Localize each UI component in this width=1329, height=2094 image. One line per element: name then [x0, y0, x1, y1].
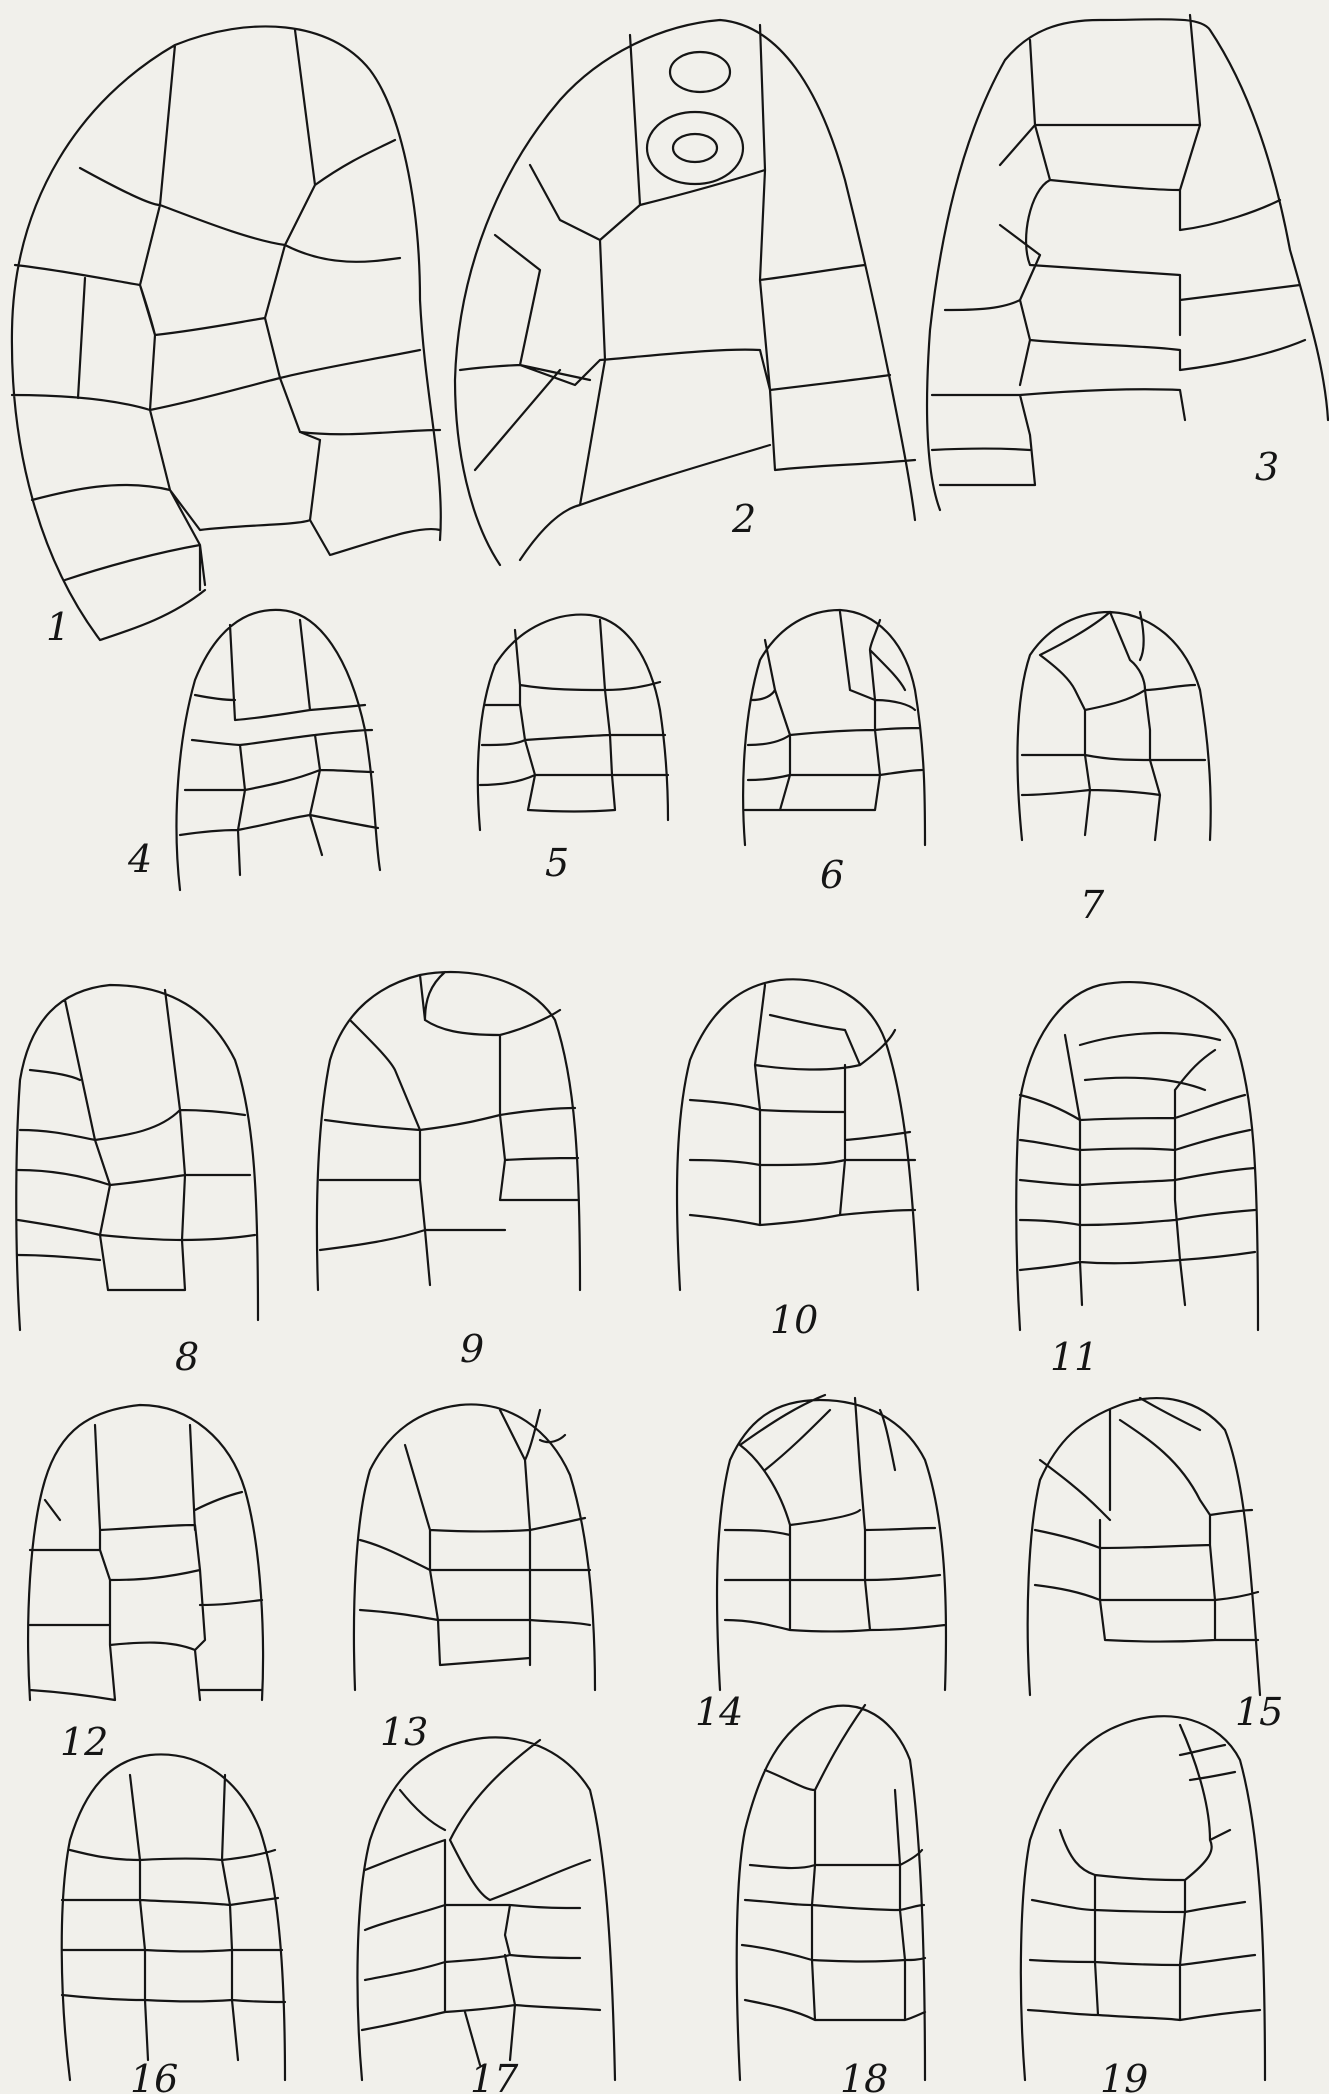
- figure-19-label: 19: [1100, 2057, 1148, 2094]
- figure-4-cell-walls: [176, 610, 380, 890]
- figure-15: 15: [1028, 1398, 1284, 1734]
- figure-5-label: 5: [545, 841, 569, 885]
- figure-5: 5: [478, 615, 668, 885]
- figure-3: 3: [927, 15, 1328, 510]
- figure-13-cell-walls: [354, 1404, 595, 1690]
- figure-13: 13: [354, 1404, 595, 1754]
- figure-2-nucleus-lower-outer: [647, 112, 743, 184]
- figure-9-cell-walls: [317, 972, 580, 1290]
- figure-10-cell-walls: [677, 979, 918, 1290]
- figure-7-cell-walls: [1017, 612, 1210, 840]
- figure-9: 9: [317, 972, 580, 1371]
- figure-10: 10: [677, 979, 918, 1342]
- figure-18: 18: [737, 1705, 925, 2094]
- figure-12: 12: [28, 1405, 263, 1764]
- figure-17: 17: [357, 1737, 615, 2094]
- figure-2-label: 2: [731, 497, 756, 541]
- figure-19: 19: [1021, 1716, 1265, 2094]
- figure-9-label: 9: [460, 1327, 484, 1371]
- figure-14-cell-walls: [717, 1395, 946, 1690]
- figure-17-label: 17: [470, 2057, 519, 2094]
- figure-15-label: 15: [1235, 1690, 1283, 1734]
- figure-4: 4: [127, 610, 380, 890]
- figure-6: 6: [743, 610, 925, 897]
- figure-14-label: 14: [695, 1690, 743, 1734]
- figure-8-cell-walls: [16, 985, 258, 1330]
- figure-7-label: 7: [1080, 883, 1105, 927]
- figure-10-label: 10: [770, 1298, 818, 1342]
- figure-14: 14: [695, 1395, 946, 1734]
- figure-16-label: 16: [130, 2057, 178, 2094]
- figure-1-cell-walls: [12, 26, 441, 640]
- figure-7: 7: [1017, 612, 1210, 927]
- figure-2-nucleus-upper: [670, 52, 730, 92]
- figure-8-label: 8: [175, 1335, 199, 1379]
- figure-4-label: 4: [127, 837, 152, 881]
- figure-3-cell-walls: [927, 15, 1328, 510]
- figure-19-cell-walls: [1021, 1716, 1265, 2080]
- figure-16-cell-walls: [62, 1754, 285, 2080]
- figure-13-label: 13: [380, 1710, 428, 1754]
- figure-1-label: 1: [46, 605, 70, 649]
- figure-8: 8: [16, 985, 258, 1379]
- figure-2-cell-walls: [455, 20, 915, 565]
- figure-5-cell-walls: [478, 615, 668, 830]
- figure-3-label: 3: [1255, 445, 1279, 489]
- figure-11-label: 11: [1050, 1335, 1098, 1379]
- figure-11-cell-walls: [1016, 982, 1258, 1330]
- figure-6-cell-walls: [743, 610, 925, 845]
- figure-18-label: 18: [840, 2057, 888, 2094]
- figure-12-label: 12: [60, 1720, 108, 1764]
- figure-2-nucleus-lower-inner: [673, 134, 717, 162]
- figure-15-cell-walls: [1028, 1398, 1260, 1695]
- figure-12-cell-walls: [28, 1405, 263, 1700]
- figure-2: 2: [455, 20, 915, 565]
- figure-16: 16: [62, 1754, 285, 2094]
- figure-18-cell-walls: [737, 1705, 925, 2080]
- figure-6-label: 6: [820, 853, 844, 897]
- figure-17-cell-walls: [357, 1737, 615, 2080]
- figure-11: 11: [1016, 982, 1258, 1379]
- figure-1: 1: [12, 26, 441, 649]
